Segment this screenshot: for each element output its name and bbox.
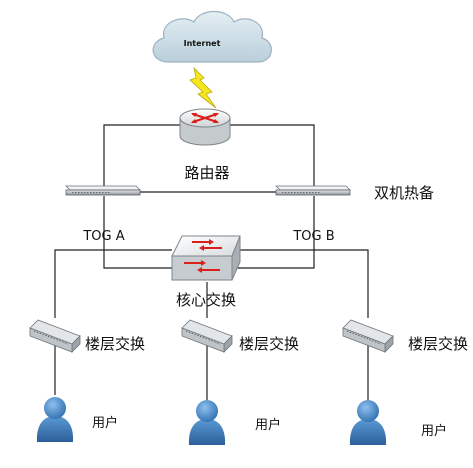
internet-label: Internet <box>184 39 221 48</box>
firewall-appliance-icon <box>65 185 141 196</box>
floor-switch-icon <box>181 319 233 353</box>
floor-switch-1: 楼层交换 <box>29 319 145 353</box>
floor-switch-3: 楼层交换 <box>342 319 468 353</box>
tog-a-device: TOG A <box>65 185 141 244</box>
tog-b-device: TOG B <box>275 185 351 244</box>
user-1: 用户 <box>36 397 118 442</box>
hot-standby-label: 双机热备 <box>374 184 434 202</box>
firewall-appliance-icon <box>275 185 351 196</box>
floor-switch-label: 楼层交换 <box>408 335 468 353</box>
user-label: 用户 <box>255 417 281 433</box>
link-router-tog-a <box>103 124 180 190</box>
router-label: 路由器 <box>184 164 229 182</box>
core-switch-label: 核心交换 <box>176 291 236 309</box>
internet-cloud: Internet <box>152 10 272 63</box>
floor-switch-label: 楼层交换 <box>239 335 299 353</box>
user-label: 用户 <box>421 423 447 439</box>
connection-lines <box>54 124 369 400</box>
floor-switch-icon <box>29 319 81 353</box>
floor-switch-2: 楼层交换 <box>181 319 299 353</box>
link-core-floor-right <box>236 249 369 318</box>
router: 路由器 <box>179 108 231 182</box>
link-tog-b-core <box>236 196 315 269</box>
tog-a-label: TOG A <box>82 229 124 244</box>
floor-switch-icon <box>342 319 394 353</box>
cloud-icon <box>152 10 272 63</box>
link-core-floor-left <box>54 249 172 318</box>
user-2: 用户 <box>188 400 281 445</box>
user-icon <box>349 400 387 445</box>
user-icon <box>188 400 226 445</box>
lightning-icon <box>189 66 217 109</box>
link-router-tog-b <box>230 124 315 190</box>
core-switch: 核心交换 <box>171 235 241 309</box>
router-icon <box>179 108 231 146</box>
link-tog-a-core <box>103 196 172 269</box>
tog-b-label: TOG B <box>292 229 334 244</box>
floor-switch-label: 楼层交换 <box>85 335 145 353</box>
core-switch-icon <box>171 235 241 281</box>
user-3: 用户 <box>349 400 447 445</box>
user-icon <box>36 397 74 442</box>
user-label: 用户 <box>92 415 118 431</box>
